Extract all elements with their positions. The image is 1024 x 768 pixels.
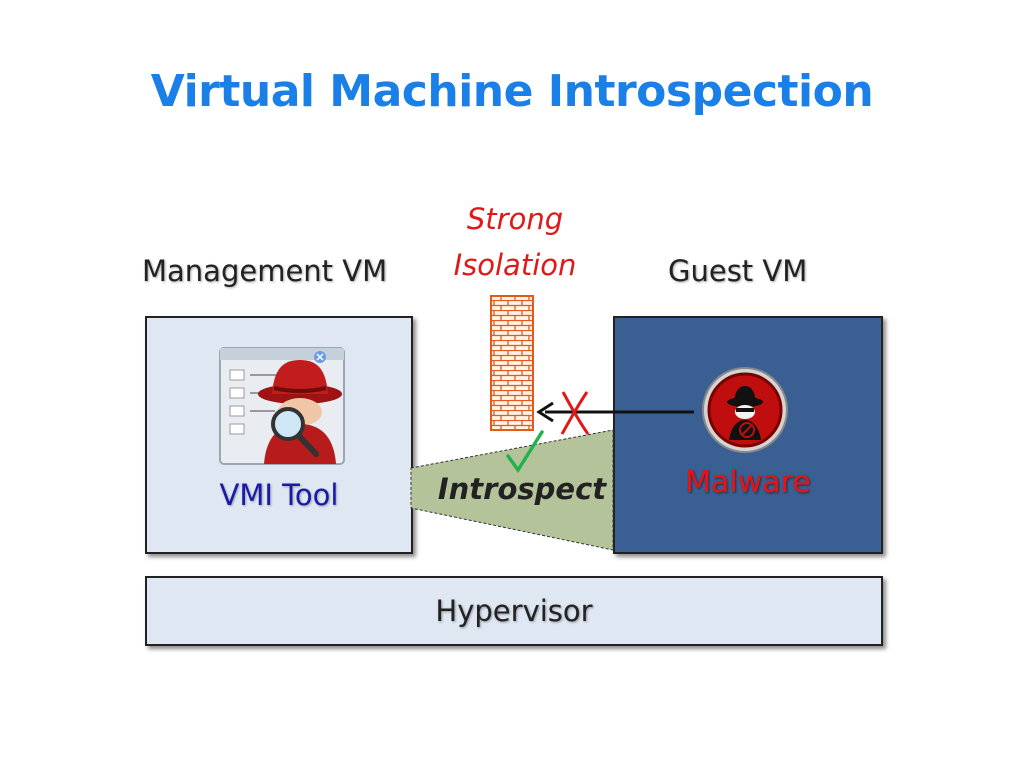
vmi-tool-label: VMI Tool bbox=[219, 478, 339, 512]
red-cross-icon bbox=[560, 391, 590, 435]
strong-isolation-label: Strong Isolation bbox=[430, 196, 600, 288]
hypervisor-label: Hypervisor bbox=[435, 594, 593, 628]
malware-label: Malware bbox=[685, 465, 811, 500]
management-vm-label: Management VM bbox=[142, 254, 388, 288]
detective-magnifier-icon bbox=[219, 347, 345, 465]
isolation-line2: Isolation bbox=[453, 248, 577, 282]
hypervisor-box: Hypervisor bbox=[145, 576, 883, 646]
spy-malware-icon bbox=[702, 367, 788, 453]
brick-wall-icon bbox=[490, 295, 534, 431]
isolation-line1: Strong bbox=[466, 202, 564, 236]
introspect-cone bbox=[410, 429, 614, 551]
slide-title: Virtual Machine Introspection bbox=[150, 66, 874, 117]
introspect-label: Introspect bbox=[437, 472, 607, 506]
green-check-icon bbox=[506, 430, 544, 474]
guest-vm-label: Guest VM bbox=[668, 254, 808, 288]
arrow-head bbox=[536, 401, 554, 423]
